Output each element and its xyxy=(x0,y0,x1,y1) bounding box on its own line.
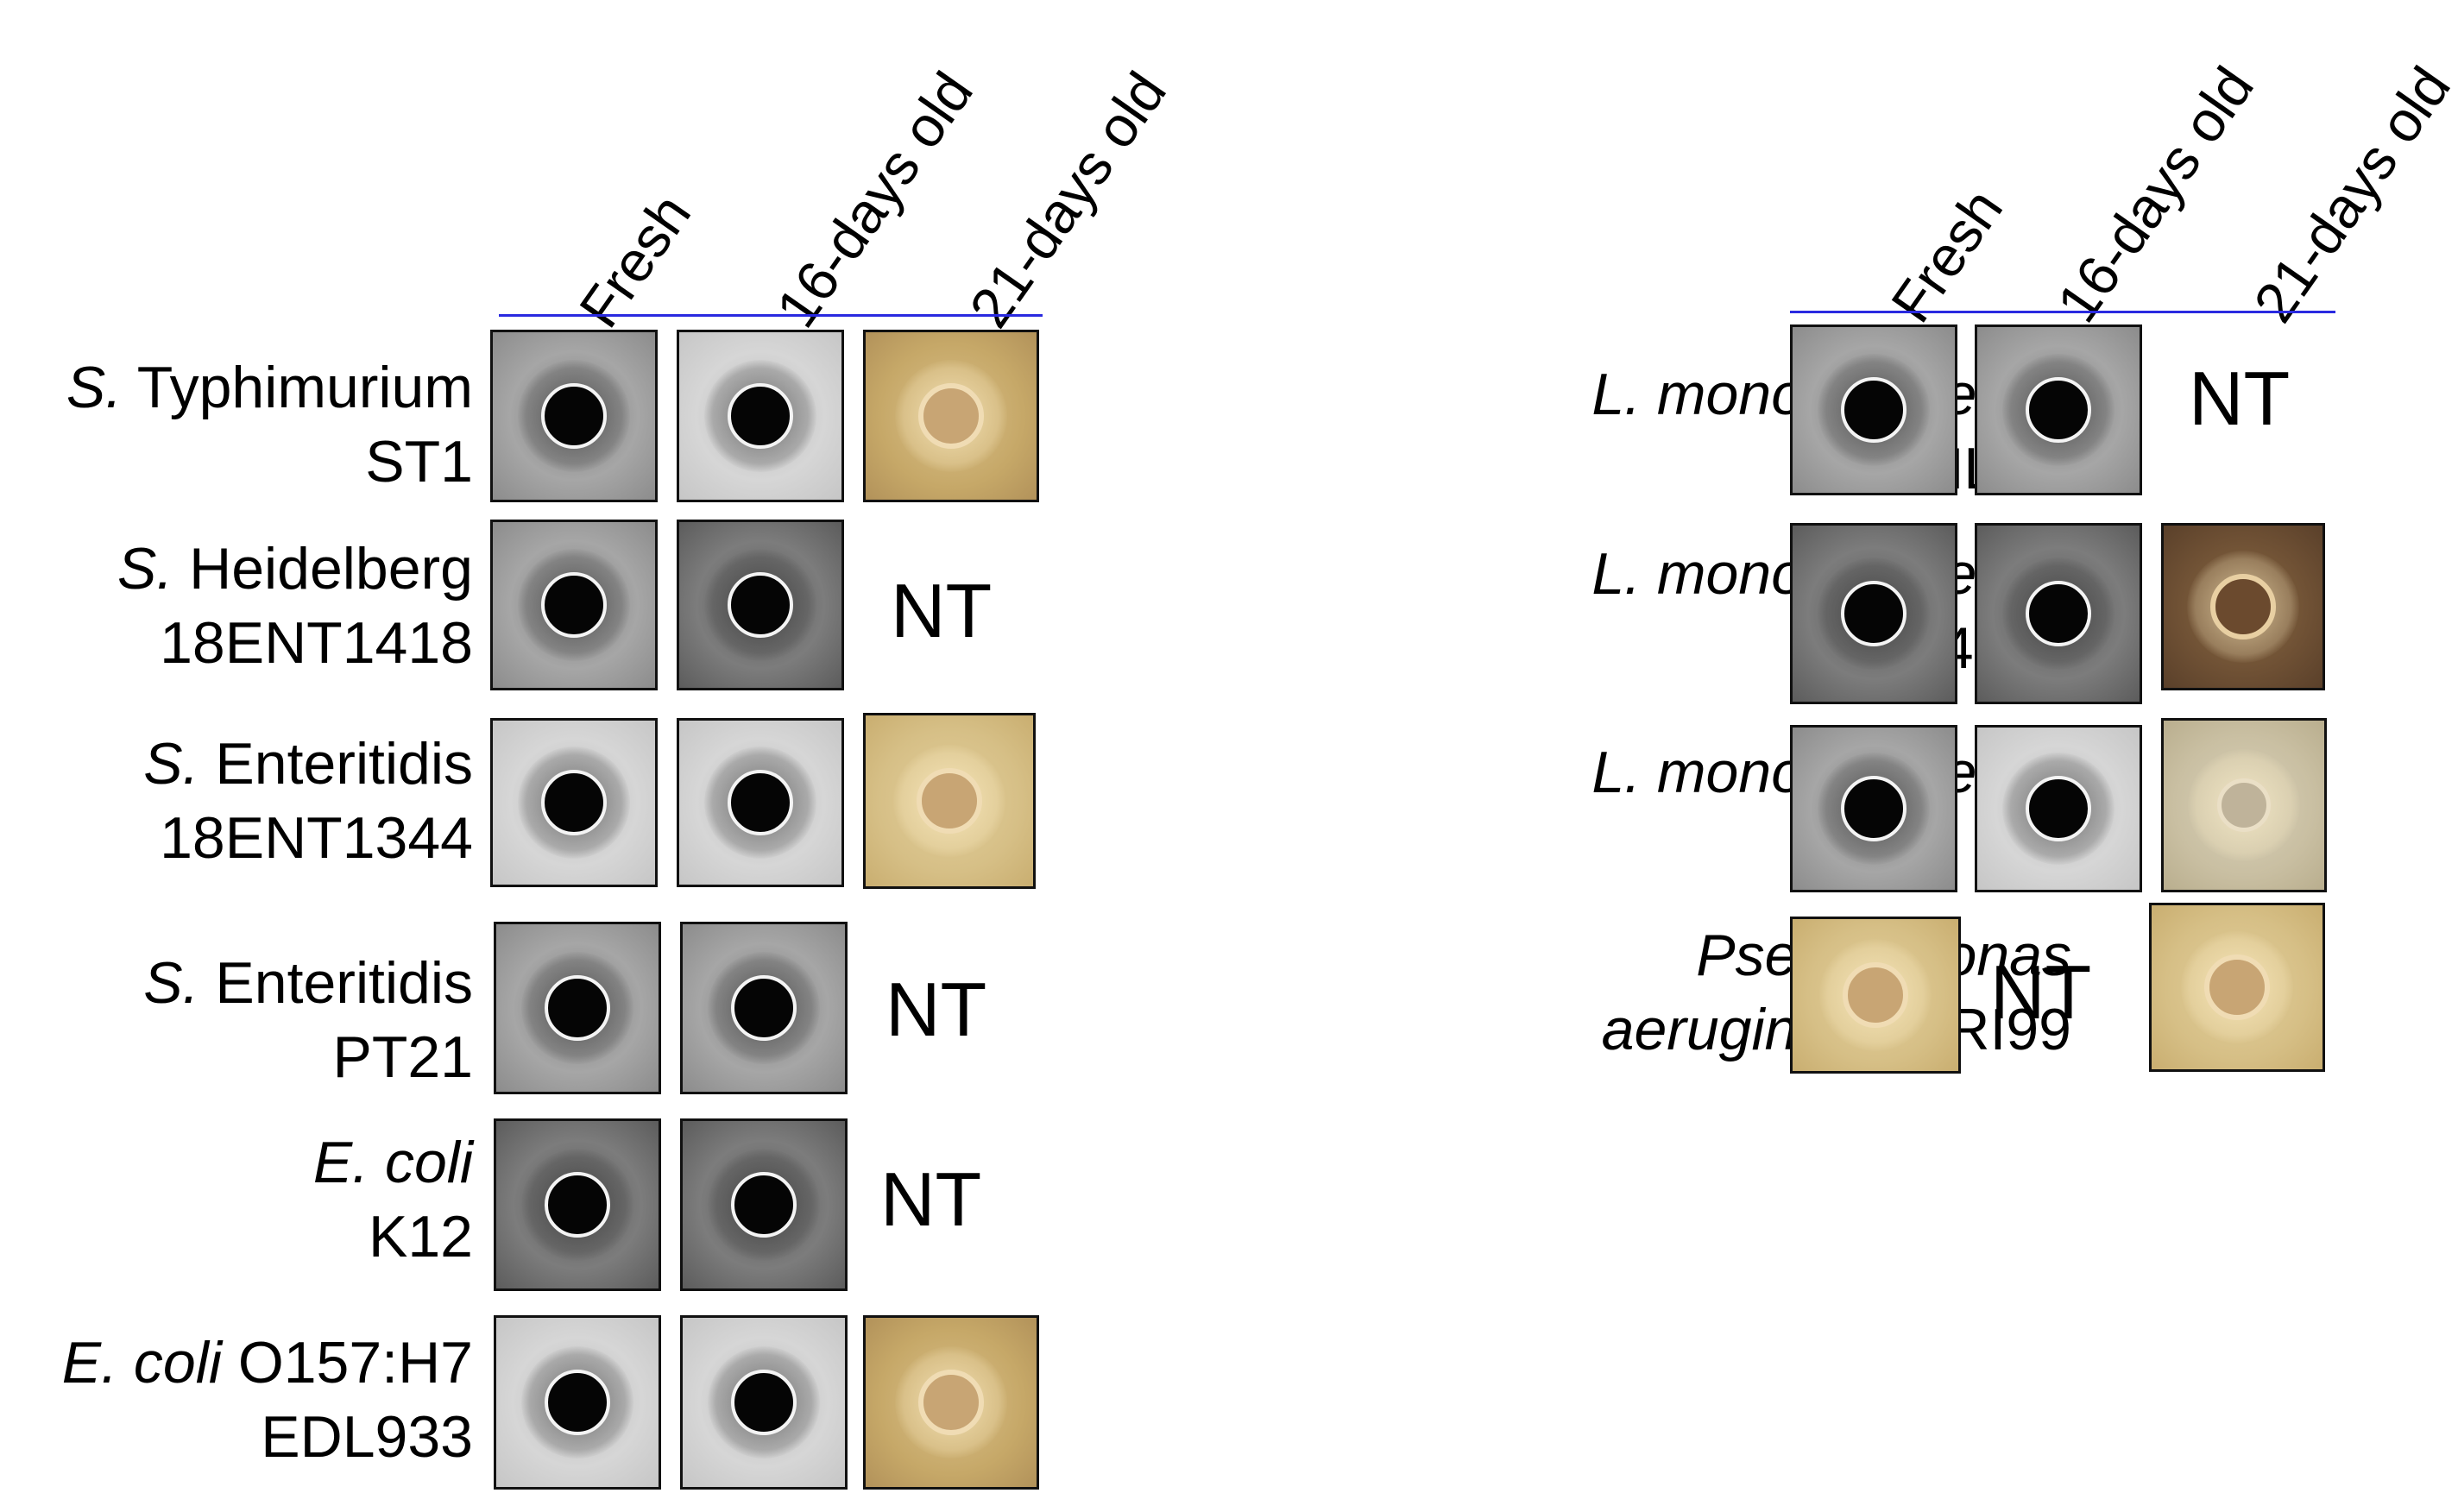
column-header-21-days: 21-days old xyxy=(956,60,1179,339)
plate-image xyxy=(1790,725,1957,892)
plate-image xyxy=(1975,523,2142,704)
header-underline xyxy=(1790,311,2335,313)
column-header-16-days: 16-days old xyxy=(2044,55,2266,334)
plate-image xyxy=(863,713,1036,889)
plate-image xyxy=(677,330,844,502)
column-header-16-days: 16-days old xyxy=(763,60,986,339)
plate-image xyxy=(2149,903,2325,1072)
row-label-pt21: S. Enteritidis PT21 xyxy=(143,950,473,1090)
not-tested-label: NT xyxy=(1990,949,2092,1035)
plate-image xyxy=(677,520,844,690)
row-label-st1: S. Typhimurium ST1 xyxy=(66,355,473,495)
row-label-edl933: E. coli O157:H7 EDL933 xyxy=(61,1330,473,1470)
column-header-21-days: 21-days old xyxy=(2241,55,2458,334)
not-tested-label: NT xyxy=(2189,356,2291,441)
plate-image xyxy=(494,1118,661,1291)
plate-image xyxy=(1790,324,1957,495)
header-underline xyxy=(499,314,1043,317)
row-label-18ent1344: S. Enteritidis 18ENT1344 xyxy=(143,731,473,871)
plate-image xyxy=(2161,523,2325,690)
plate-image xyxy=(1790,523,1957,704)
plate-image xyxy=(680,1315,848,1490)
plate-image xyxy=(494,1315,661,1490)
plate-image xyxy=(680,1118,848,1291)
plate-image xyxy=(490,520,658,690)
plate-image xyxy=(677,718,844,887)
plate-image xyxy=(863,1315,1039,1490)
not-tested-label: NT xyxy=(891,568,993,653)
plate-image xyxy=(680,922,848,1094)
plate-image xyxy=(2161,718,2327,892)
column-header-fresh: Fresh xyxy=(1878,177,2015,334)
plate-image xyxy=(494,922,661,1094)
plate-image xyxy=(1790,917,1961,1074)
row-label-18ent1418: S. Heidelberg 18ENT1418 xyxy=(117,536,473,676)
plate-image xyxy=(1975,324,2142,495)
plate-image xyxy=(863,330,1039,502)
left-panel: Fresh 16-days old 21-days old S. Typhimu… xyxy=(0,0,1178,1512)
plate-image xyxy=(490,330,658,502)
plate-image xyxy=(490,718,658,887)
right-panel: Fresh 16-days old 21-days old L. monocyt… xyxy=(1208,0,2458,1512)
not-tested-label: NT xyxy=(880,1156,982,1242)
plate-image xyxy=(1975,725,2142,892)
not-tested-label: NT xyxy=(886,967,987,1052)
row-label-k12: E. coli K12 xyxy=(312,1130,473,1269)
